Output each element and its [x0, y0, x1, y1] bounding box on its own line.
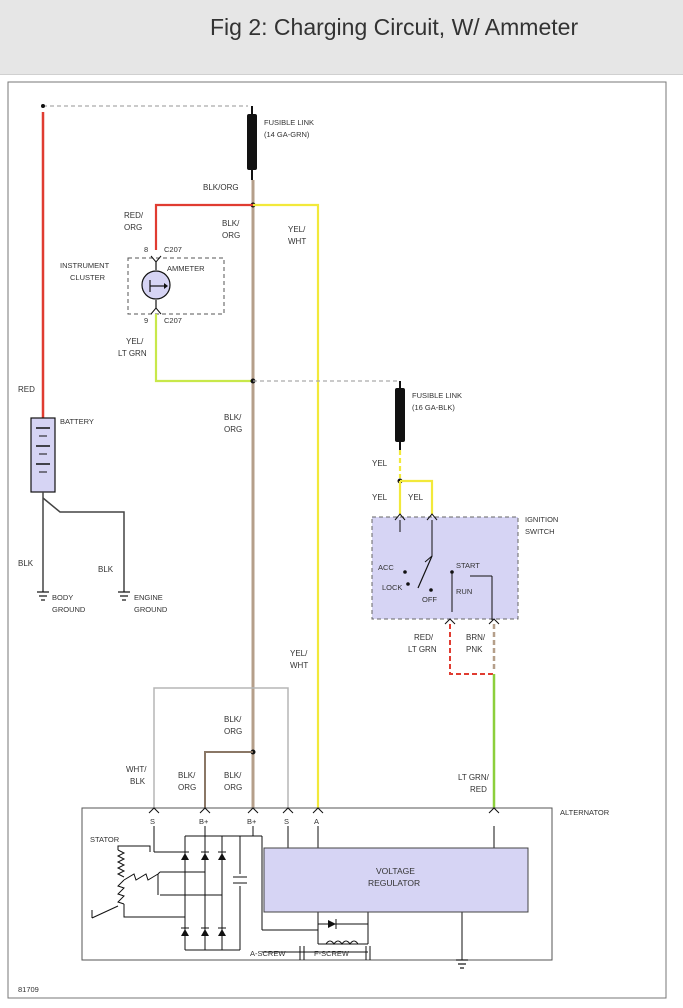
ignition-switch: ACC LOCK OFF RUN START IGNITION SWITCH [371, 513, 558, 620]
f-screw-label: F-SCREW [314, 949, 350, 958]
svg-text:WHT/: WHT/ [126, 765, 147, 774]
fusible-link-1-gauge: (14 GA-GRN) [264, 130, 310, 139]
svg-text:WHT: WHT [288, 237, 306, 246]
wire-label-red: RED [18, 385, 35, 394]
svg-text:ENGINE: ENGINE [134, 593, 163, 602]
wire-label-blk-org-top: BLK/ORG [203, 183, 239, 192]
svg-text:ACC: ACC [378, 563, 394, 572]
svg-text:BLK: BLK [98, 565, 114, 574]
svg-text:8: 8 [144, 245, 148, 254]
svg-text:LOCK: LOCK [382, 583, 402, 592]
svg-text:CLUSTER: CLUSTER [70, 273, 106, 282]
svg-text:S: S [150, 817, 155, 826]
alternator: ALTERNATOR [81, 807, 610, 961]
svg-text:BLK/: BLK/ [224, 413, 242, 422]
svg-text:RED: RED [470, 785, 487, 794]
svg-text:YEL/: YEL/ [126, 337, 144, 346]
svg-text:STATOR: STATOR [90, 835, 120, 844]
svg-text:GROUND: GROUND [134, 605, 168, 614]
voltage-regulator: VOLTAGE REGULATOR [263, 847, 529, 913]
svg-text:PNK: PNK [466, 645, 483, 654]
figure-id: 81709 [18, 985, 39, 994]
battery: BATTERY [30, 417, 94, 493]
wht-blk-sense-wire [153, 687, 289, 808]
svg-text:BODY: BODY [52, 593, 73, 602]
svg-text:ORG: ORG [124, 223, 142, 232]
svg-text:START: START [456, 561, 480, 570]
svg-text:BLK: BLK [130, 777, 146, 786]
red-org-wire [154, 203, 253, 250]
svg-text:LT GRN: LT GRN [118, 349, 147, 358]
svg-text:RED/: RED/ [414, 633, 434, 642]
svg-text:LT GRN: LT GRN [408, 645, 437, 654]
battery-label: BATTERY [60, 417, 94, 426]
svg-text:S: S [284, 817, 289, 826]
svg-text:ORG: ORG [224, 425, 242, 434]
fusible-link-16ga: FUSIBLE LINK (16 GA-BLK) [395, 381, 462, 450]
svg-text:REGULATOR: REGULATOR [368, 878, 420, 888]
fusible-link-1-label: FUSIBLE LINK [264, 118, 314, 127]
svg-text:ORG: ORG [222, 231, 240, 240]
svg-text:YEL: YEL [372, 493, 388, 502]
yel-wht-wire [253, 203, 320, 808]
svg-text:YEL/: YEL/ [290, 649, 308, 658]
svg-text:(16 GA-BLK): (16 GA-BLK) [412, 403, 455, 412]
svg-text:ORG: ORG [224, 783, 242, 792]
svg-text:WHT: WHT [290, 661, 308, 670]
svg-text:LT GRN/: LT GRN/ [458, 773, 490, 782]
body-ground-icon [37, 591, 49, 601]
svg-text:GROUND: GROUND [52, 605, 86, 614]
ammeter-label: AMMETER [167, 264, 205, 273]
engine-ground-icon [118, 591, 130, 601]
svg-text:BLK: BLK [18, 559, 34, 568]
alternator-label: ALTERNATOR [560, 808, 610, 817]
svg-text:FUSIBLE LINK: FUSIBLE LINK [412, 391, 462, 400]
svg-text:BLK/: BLK/ [178, 771, 196, 780]
svg-text:INSTRUMENT: INSTRUMENT [60, 261, 110, 270]
svg-text:BLK/: BLK/ [222, 219, 240, 228]
instrument-cluster: INSTRUMENT CLUSTER AMMETER 8 C207 9 C207 [60, 245, 225, 325]
svg-text:SWITCH: SWITCH [525, 527, 555, 536]
svg-text:A: A [314, 817, 319, 826]
svg-text:VOLTAGE: VOLTAGE [376, 866, 415, 876]
svg-text:B+: B+ [199, 817, 209, 826]
figure-title: Fig 2: Charging Circuit, W/ Ammeter [210, 14, 579, 40]
alternator-terminals: S B+ B+ S A [148, 807, 500, 826]
rectifier-diodes-icon [181, 853, 336, 936]
svg-text:YEL: YEL [372, 459, 388, 468]
svg-text:BLK/: BLK/ [224, 771, 242, 780]
alternator-ground-icon [456, 959, 468, 969]
diagram-border [7, 81, 667, 999]
svg-text:OFF: OFF [422, 595, 437, 604]
svg-text:RUN: RUN [456, 587, 472, 596]
svg-text:ORG: ORG [178, 783, 196, 792]
a-screw-label: A-SCREW [250, 949, 286, 958]
svg-text:YEL/: YEL/ [288, 225, 306, 234]
stator: STATOR [90, 835, 175, 919]
svg-text:RED/: RED/ [124, 211, 144, 220]
fusible-link-14ga: FUSIBLE LINK (14 GA-GRN) [43, 105, 314, 180]
yel-lt-grn-wire [154, 314, 253, 383]
svg-text:BRN/: BRN/ [466, 633, 486, 642]
svg-text:B+: B+ [247, 817, 257, 826]
svg-text:9: 9 [144, 316, 148, 325]
title-bar: Fig 2: Charging Circuit, W/ Ammeter [0, 0, 683, 75]
svg-text:C207: C207 [164, 316, 182, 325]
red-lt-grn-wire [449, 624, 494, 675]
svg-text:BLK/: BLK/ [224, 715, 242, 724]
svg-text:YEL: YEL [408, 493, 424, 502]
ammeter-icon [141, 270, 171, 300]
svg-text:C207: C207 [164, 245, 182, 254]
field-coil-icon [325, 940, 359, 945]
svg-text:IGNITION: IGNITION [525, 515, 558, 524]
svg-text:ORG: ORG [224, 727, 242, 736]
